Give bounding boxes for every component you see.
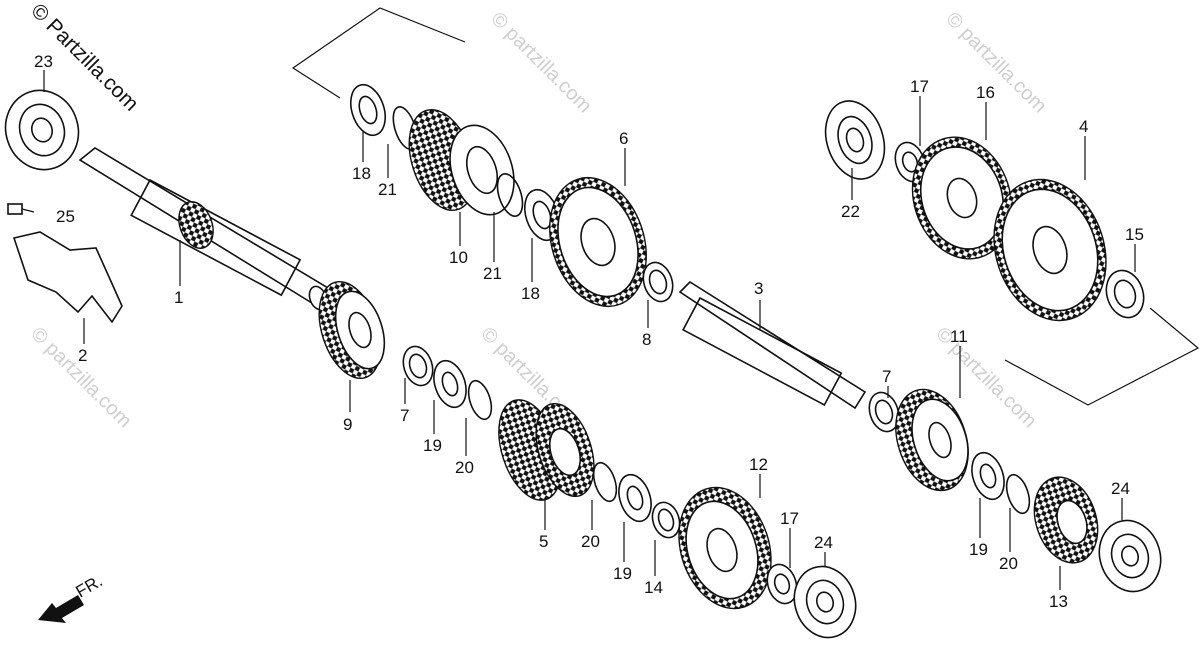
callout-17-bottom: 17: [780, 509, 799, 528]
bushing-15: [1105, 269, 1145, 319]
gear-5: [498, 399, 595, 501]
callout-19-center: 19: [613, 564, 632, 583]
callout-12: 12: [749, 455, 768, 474]
callouts: 1 2 3 4 5 6 7 7 8 9 10 11 12 13 14 15 16…: [34, 52, 1144, 611]
callout-18-top: 18: [352, 164, 371, 183]
group-bracket-top: [291, 7, 466, 99]
callout-7-right: 7: [882, 367, 891, 386]
callout-4: 4: [1079, 117, 1088, 136]
bearing-24-bottom: [793, 565, 857, 639]
callout-24-right: 24: [1111, 479, 1130, 498]
callout-18-mid: 18: [521, 284, 540, 303]
front-direction-arrow: FR.: [38, 571, 106, 623]
gear-16: [911, 136, 1013, 260]
washer-19-center: [618, 473, 652, 523]
callout-25: 25: [56, 207, 75, 226]
mainshaft-1: [78, 147, 329, 311]
callout-20-left: 20: [455, 458, 474, 477]
circlip-21-mid: [496, 173, 524, 217]
bearing-23: [4, 89, 80, 171]
callout-21-top: 21: [378, 180, 397, 199]
leader-lines: [43, 70, 1136, 590]
callout-14: 14: [644, 578, 663, 597]
bushing-14: [651, 501, 681, 539]
washer-19-left: [433, 359, 467, 409]
circlip-20-right: [1005, 473, 1031, 515]
callout-11: 11: [950, 327, 968, 346]
callout-3: 3: [754, 279, 763, 298]
callout-19-right: 19: [969, 540, 988, 559]
watermark-text: © partzilla.com: [26, 323, 135, 432]
bearing-22: [824, 100, 886, 180]
bushing-7-left: [402, 345, 434, 387]
callout-8: 8: [642, 330, 651, 349]
callout-22: 22: [841, 202, 860, 221]
callout-23: 23: [34, 52, 53, 71]
callout-9: 9: [343, 415, 352, 434]
watermark-text: © partzilla.com: [941, 8, 1050, 117]
gear-9: [318, 280, 386, 380]
bolt-25: [7, 203, 35, 215]
gear-12: [678, 486, 772, 610]
countershaft-3: [678, 280, 867, 410]
callout-1: 1: [174, 288, 183, 307]
watermark-text: © partzilla.com: [486, 8, 595, 117]
callout-10: 10: [449, 248, 468, 267]
callout-16: 16: [976, 83, 995, 102]
group-bracket-right: [1004, 307, 1200, 406]
callout-24-bottom: 24: [814, 533, 833, 552]
gear-4: [993, 178, 1107, 322]
bushing-7-right: [868, 391, 900, 433]
callout-17-top: 17: [910, 77, 929, 96]
callout-2: 2: [78, 346, 87, 365]
callout-6: 6: [619, 129, 628, 148]
gear-11: [895, 388, 969, 492]
callout-21-mid: 21: [483, 264, 502, 283]
washer-17-bottom: [766, 563, 798, 605]
callout-20-center: 20: [581, 532, 600, 551]
gear-6: [549, 176, 647, 308]
callout-13: 13: [1049, 592, 1068, 611]
bushing-8: [642, 261, 674, 303]
bearing-24-right: [1098, 519, 1162, 593]
callout-15: 15: [1125, 225, 1144, 244]
washer-19-right: [971, 451, 1005, 501]
bracket-2: [12, 231, 123, 324]
washer-18-top: [349, 83, 387, 137]
gear-10: [408, 108, 515, 216]
callout-20-right: 20: [999, 554, 1018, 573]
callout-7-left: 7: [400, 406, 409, 425]
callout-19-left: 19: [423, 436, 442, 455]
callout-5: 5: [539, 532, 548, 551]
circlip-20-center: [592, 461, 618, 503]
circlip-20-left: [467, 379, 493, 421]
gear-13: [1033, 476, 1099, 564]
